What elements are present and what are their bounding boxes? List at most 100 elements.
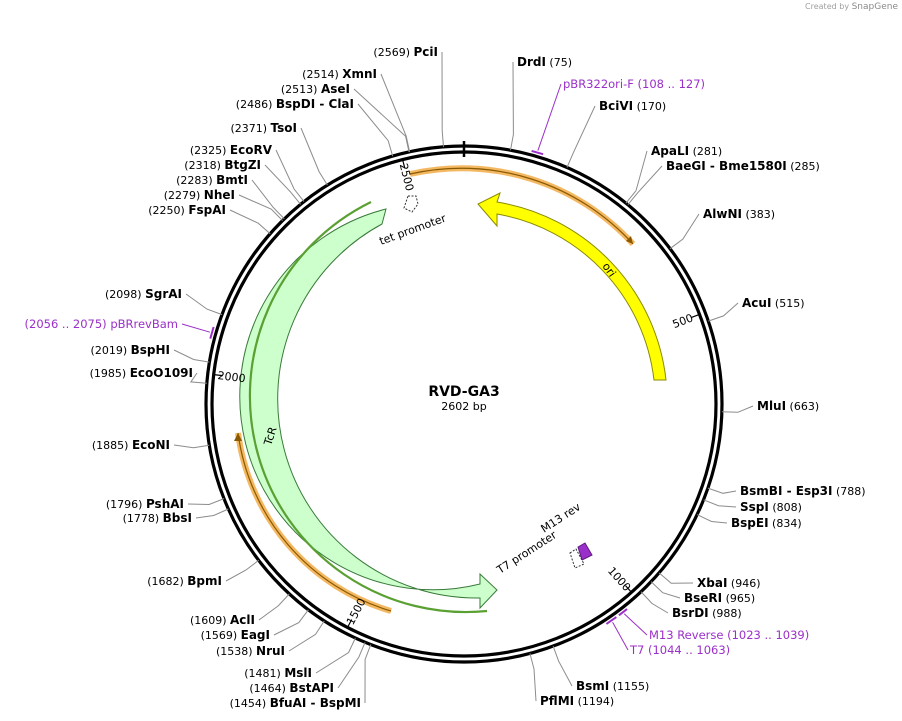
enzyme-site-pcii[interactable]: (2569) PciI <box>373 45 444 147</box>
enzyme-label[interactable]: DrdI (75) <box>517 55 572 69</box>
enzyme-label[interactable]: BsrDI (988) <box>672 606 742 620</box>
enzyme-site-acui[interactable]: AcuI (515) <box>708 296 805 322</box>
primer-label[interactable]: M13 Reverse (1023 .. 1039) <box>649 628 809 642</box>
enzyme-label[interactable]: (2019) BspHI <box>91 343 170 357</box>
enzyme-label[interactable]: (1538) NruI <box>216 644 285 658</box>
enzyme-label[interactable]: SspI (808) <box>740 500 802 514</box>
enzyme-label[interactable]: BciVI (170) <box>599 99 666 113</box>
enzyme-site-bcivi[interactable]: BciVI (170) <box>566 99 666 168</box>
enzyme-label[interactable]: (1885) EcoNI <box>92 438 170 452</box>
enzyme-label[interactable]: (2514) XmnI <box>302 67 377 81</box>
plasmid-backbone <box>204 141 724 664</box>
enzyme-label[interactable]: (1682) BpmI <box>147 574 222 588</box>
enzyme-site-tsoi[interactable]: (2371) TsoI <box>230 121 328 186</box>
enzyme-label[interactable]: AlwNI (383) <box>703 207 775 221</box>
tick-mark <box>625 585 632 593</box>
enzyme-label[interactable]: (2371) TsoI <box>230 121 297 135</box>
enzyme-site-pshai[interactable]: (1796) PshAI <box>106 497 225 511</box>
enzyme-label[interactable]: ApaLI (281) <box>651 144 722 158</box>
t7-promoter-feature[interactable] <box>569 548 585 569</box>
m13-rev-feature[interactable] <box>577 542 593 561</box>
enzyme-label[interactable]: (2569) PciI <box>373 45 438 59</box>
ori-feature[interactable] <box>477 192 667 381</box>
enzyme-site-apali[interactable]: ApaLI (281) <box>625 144 722 204</box>
enzyme-label[interactable]: (1569) EagI <box>201 628 270 642</box>
primer-label[interactable]: pBR322ori-F (108 .. 127) <box>563 77 705 91</box>
enzyme-label[interactable]: (1454) BfuAI - BspMI <box>230 696 361 710</box>
enzyme-label[interactable]: MluI (663) <box>757 399 819 413</box>
enzyme-site-sspi[interactable]: SspI (808) <box>703 499 802 514</box>
enzyme-label[interactable]: (1464) BstAPI <box>249 681 334 695</box>
enzyme-site-sgrai[interactable]: (2098) SgrAI <box>105 287 223 316</box>
enzyme-site-alwni[interactable]: AlwNI (383) <box>669 207 775 250</box>
enzyme-label[interactable]: BspEI (834) <box>731 516 802 530</box>
enzyme-site-drdi[interactable]: DrdI (75) <box>510 55 573 151</box>
enzyme-label[interactable]: BsmBI - Esp3I (788) <box>740 484 866 498</box>
primer-pbrrevbam[interactable]: (2056 .. 2075) pBRrevBam <box>25 317 215 339</box>
enzyme-site-msli[interactable]: (1481) MslI <box>244 637 356 680</box>
enzyme-site-pflmi[interactable]: PflMI (1194) <box>529 653 614 708</box>
enzyme-label[interactable]: XbaI (946) <box>697 576 760 590</box>
enzyme-label[interactable]: (2513) AseI <box>281 82 350 96</box>
enzyme-label[interactable]: AcuI (515) <box>742 296 805 310</box>
enzyme-label[interactable]: (1796) PshAI <box>106 497 184 511</box>
enzyme-label[interactable]: BaeGI - Bme1580I (285) <box>666 159 820 173</box>
enzyme-site-bsmi[interactable]: BsmI (1155) <box>552 645 649 693</box>
enzyme-label[interactable]: (2318) BtgZI <box>184 158 261 172</box>
enzyme-site-acli[interactable]: (1609) AclI <box>190 593 290 627</box>
enzyme-leader-line <box>258 593 290 621</box>
enzyme-site-bfuai[interactable]: (1454) BfuAI - BspMI <box>230 644 372 710</box>
enzyme-site-ecorv[interactable]: (2325) EcoRV <box>190 143 305 202</box>
enzyme-site-econi[interactable]: (1885) EcoNI <box>92 438 210 452</box>
enzyme-label[interactable]: BseRI (965) <box>684 591 755 605</box>
enzyme-site-bpmi[interactable]: (1682) BpmI <box>147 559 260 588</box>
enzyme-label[interactable]: (2283) BmtI <box>176 173 248 187</box>
tcr-feature[interactable] <box>239 208 498 610</box>
enzyme-site-fspai[interactable]: (2250) FspAI <box>148 203 271 235</box>
enzyme-site-btgzi[interactable]: (2318) BtgZI <box>184 158 301 205</box>
enzyme-site-bspei[interactable]: BspEI (834) <box>696 514 802 530</box>
enzyme-site-bspdi[interactable]: (2486) BspDI - ClaI <box>236 97 394 157</box>
enzyme-pos: (2569) <box>373 46 413 59</box>
enzyme-label[interactable]: (1481) MslI <box>244 666 312 680</box>
enzyme-site-nhei[interactable]: (2279) NheI <box>164 188 283 221</box>
enzyme-site-eagi[interactable]: (1569) EagI <box>201 609 309 642</box>
enzyme-label[interactable]: PflMI (1194) <box>540 694 614 708</box>
enzyme-site-bsphi[interactable]: (2019) BspHI <box>91 343 210 363</box>
enzyme-site-beseri[interactable]: BseRI (965) <box>650 581 755 605</box>
enzyme-label[interactable]: (1985) EcoO109I <box>90 366 193 380</box>
enzyme-label[interactable]: BsmI (1155) <box>576 679 649 693</box>
primer-pbr322ori-f[interactable]: pBR322ori-F (108 .. 127) <box>531 77 705 156</box>
enzyme-leader-line <box>650 581 681 599</box>
enzyme-site-krui[interactable]: (1538) NruI <box>216 620 325 658</box>
enzyme-site-bbsi[interactable]: (1778) BbsI <box>123 508 229 525</box>
enzyme-label[interactable]: (1609) AclI <box>190 613 255 627</box>
primer-label[interactable]: T7 (1044 .. 1063) <box>629 643 730 657</box>
enzyme-site-ecoo109i[interactable]: (1985) EcoO109I <box>90 366 207 384</box>
enzyme-label[interactable]: (2250) FspAI <box>148 203 226 217</box>
tet-promoter-feature[interactable] <box>403 195 419 213</box>
enzyme-label[interactable]: (1778) BbsI <box>123 511 192 525</box>
enzyme-site-mlui[interactable]: MluI (663) <box>721 399 819 413</box>
enzyme-site-baegi[interactable]: BaeGI - Bme1580I (285) <box>627 159 820 206</box>
enzyme-site-asei[interactable]: (2513) AseI <box>281 82 410 153</box>
primer-m13-reverse[interactable]: M13 Reverse (1023 .. 1039) <box>618 608 809 642</box>
enzyme-site-bsmbi[interactable]: BsmBI - Esp3I (788) <box>707 484 866 498</box>
enzyme-label[interactable]: (2279) NheI <box>164 188 235 202</box>
plasmid-name: RVD-GA3 <box>428 384 499 400</box>
enzyme-label[interactable]: (2098) SgrAI <box>105 287 182 301</box>
primer-label[interactable]: (2056 .. 2075) pBRrevBam <box>25 317 178 331</box>
enzyme-label[interactable]: (2486) BspDI - ClaI <box>236 97 354 111</box>
enzyme-site-xmni[interactable]: (2514) XmnI <box>302 67 411 152</box>
enzyme-site-bstapi[interactable]: (1464) BstAPI <box>249 642 366 695</box>
enzyme-label[interactable]: (2325) EcoRV <box>190 143 273 157</box>
enzyme-pos: (1985) <box>90 367 130 380</box>
enzyme-pos: (2019) <box>91 344 131 357</box>
enzyme-pos: (788) <box>833 485 866 498</box>
enzyme-name: BfuAI <box>270 696 307 710</box>
enzyme-site-bmti[interactable]: (2283) BmtI <box>176 173 285 220</box>
primer-t7[interactable]: T7 (1044 .. 1063) <box>605 616 730 657</box>
plasmid-length: 2602 bp <box>441 400 486 413</box>
enzyme-site-bsrdi[interactable]: BsrDI (988) <box>640 591 742 620</box>
enzyme-site-xbai[interactable]: XbaI (946) <box>658 572 760 590</box>
